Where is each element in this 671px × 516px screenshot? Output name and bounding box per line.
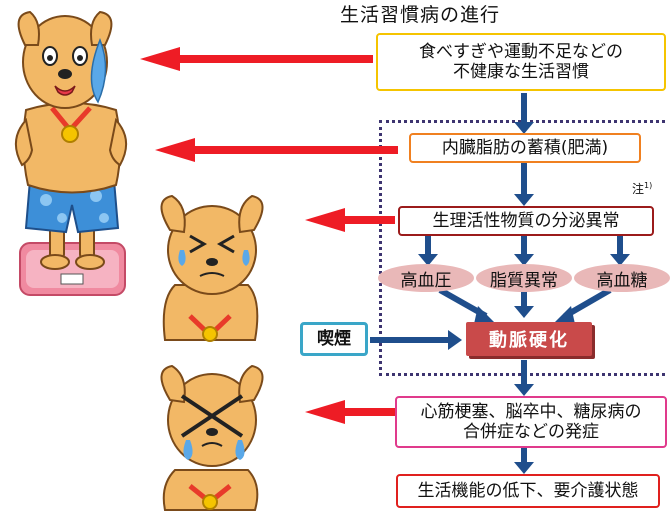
functional-decline-box: 生活機能の低下、要介護状態 — [396, 474, 660, 508]
hyperglycemia-ellipse: 高血糖 — [574, 264, 670, 292]
note-label: 注 — [632, 182, 645, 196]
page-title: 生活習慣病の進行 — [340, 4, 501, 26]
complications-line2: 合併症などの発症 — [463, 422, 599, 442]
unhealthy-lifestyle-box: 食べすぎや運動不足などの 不健康な生活習慣 — [376, 33, 666, 91]
red-arrow-1 — [140, 47, 373, 71]
red-arrow-2 — [155, 138, 398, 162]
red-arrow-4 — [305, 400, 395, 424]
note-marker: 注1) — [632, 180, 652, 197]
complications-box: 心筋梗塞、脳卒中、糖尿病の 合併症などの発症 — [395, 396, 667, 448]
dog-crying-icon — [160, 364, 264, 511]
visceral-fat-box: 内臓脂肪の蓄積(肥満) — [409, 133, 641, 163]
complications-line1: 心筋梗塞、脳卒中、糖尿病の — [420, 401, 642, 422]
unhealthy-lifestyle-line2: 不健康な生活習慣 — [453, 62, 589, 82]
bioactive-substance-box: 生理活性物質の分泌異常 — [398, 206, 654, 236]
dyslipidemia-ellipse: 脂質異常 — [476, 264, 572, 292]
dog-grimacing-icon — [160, 194, 264, 342]
mascot-dog-on-scale-icon — [15, 10, 127, 296]
red-arrow-3 — [305, 208, 395, 232]
note-superscript: 1) — [644, 181, 653, 190]
unhealthy-lifestyle-line1: 食べすぎや運動不足などの — [419, 41, 623, 62]
smoking-box: 喫煙 — [300, 322, 368, 356]
hypertension-ellipse: 高血圧 — [378, 264, 474, 292]
atherosclerosis-box: 動脈硬化 — [466, 322, 592, 356]
